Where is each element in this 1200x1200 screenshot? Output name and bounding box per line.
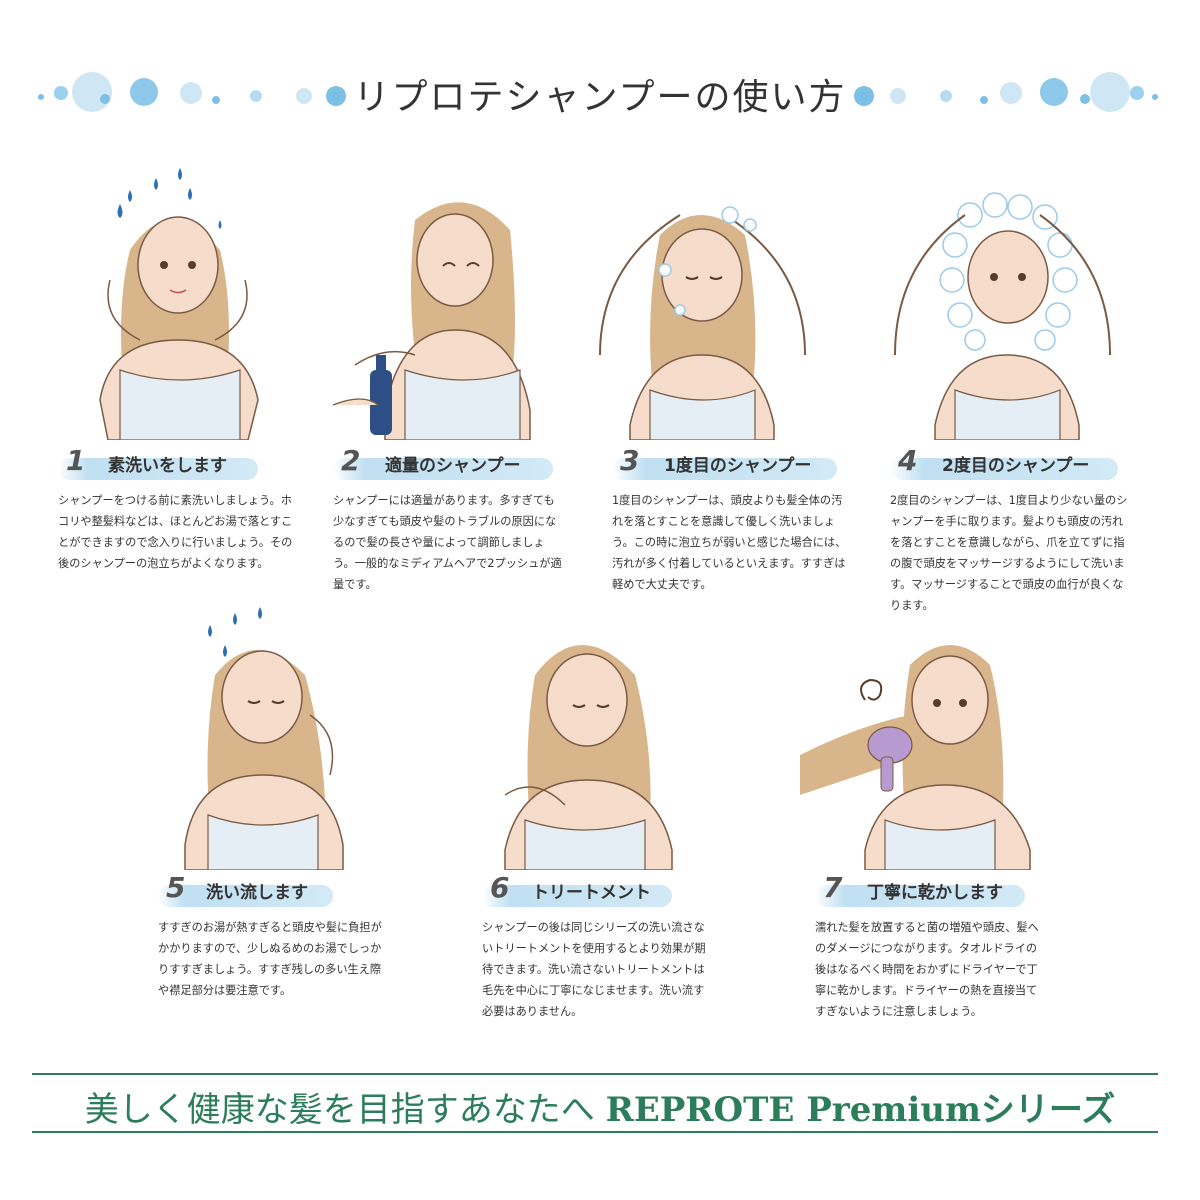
woman-drying-hair-icon [795,625,1040,870]
step-title: 素洗いをします [108,456,227,476]
woman-wetting-hair-icon [60,160,290,440]
step-title: 適量のシャンプー [385,456,521,476]
page-header: リプロテシャンプーの使い方 [0,50,1200,140]
step-number: 7 [823,871,843,904]
footer-banner: 美しく健康な髪を目指すあなたへ REPROTE Premiumシリーズ [0,1082,1200,1131]
step-description: シャンプーの後は同じシリーズの洗い流さないトリートメントを使用するとより効果が期… [482,921,706,1018]
title-highlight [890,458,1118,480]
step-title: トリートメント [532,883,651,903]
title-highlight [815,885,1025,907]
page-title: リプロテシャンプーの使い方 [353,77,847,118]
step-2: 2 適量のシャンプー シャンプーには適量があります。多すぎても少なすぎても頭皮や… [333,444,563,595]
title-highlight [58,458,258,480]
woman-rinsing-icon [180,605,380,870]
step-number: 2 [341,444,361,477]
step-number: 1 [66,444,86,477]
step-6: 6 トリートメント シャンプーの後は同じシリーズの洗い流さないトリートメントを使… [482,871,710,1022]
footer-brand: REPROTE Premiumシリーズ [605,1090,1116,1130]
step-title: 洗い流します [206,883,308,903]
step-number: 3 [620,444,640,477]
bubble-decoration-left [0,50,360,140]
title-highlight [612,458,837,480]
step-title: 2度目のシャンプー [942,456,1090,476]
woman-treatment-icon [495,615,695,870]
footer-bottom-rule [32,1131,1158,1133]
step-description: すすぎのお湯が熱すぎると頭皮や髪に負担がかかりますので、少しぬるめのお湯でしっか… [158,921,382,997]
footer-tagline: 美しく健康な髪を目指すあなたへ [84,1090,595,1130]
woman-second-shampoo-icon [880,185,1120,440]
woman-pumping-shampoo-icon [325,180,540,440]
step-title: 丁寧に乾かします [867,883,1003,903]
step-7: 7 丁寧に乾かします 濡れた髪を放置すると菌の増殖や頭皮、髪へのダメージにつなが… [815,871,1043,1022]
step-description: シャンプーをつける前に素洗いしましょう。ホコリや整髪料などは、ほとんどお湯で落と… [58,494,293,570]
title-highlight [158,885,333,907]
step-5: 5 洗い流します すすぎのお湯が熱すぎると頭皮や髪に負担がかかりますので、少しぬ… [158,871,383,1001]
step-description: シャンプーには適量があります。多すぎても少なすぎても頭皮や髪のトラブルの原因にな… [333,494,562,591]
step-1: 1 素洗いをします シャンプーをつける前に素洗いしましょう。ホコリや整髪料などは… [58,444,298,574]
step-description: 2度目のシャンプーは、1度目より少ない量のシャンプーを手に取ります。髪よりも頭皮… [890,494,1128,612]
footer-top-rule [32,1073,1158,1075]
step-description: 1度目のシャンプーは、頭皮よりも髪全体の汚れを落とすことを意識して優しく洗いまし… [612,494,847,591]
step-number: 4 [898,444,918,477]
title-highlight [482,885,672,907]
step-number: 6 [490,871,510,904]
step-number: 5 [166,871,186,904]
step-4: 4 2度目のシャンプー 2度目のシャンプーは、1度目より少ない量のシャンプーを手… [890,444,1130,616]
bubble-decoration-right [840,50,1200,140]
step-3: 3 1度目のシャンプー 1度目のシャンプーは、頭皮よりも髪全体の汚れを落とすこと… [612,444,847,595]
woman-first-shampoo-icon [580,185,825,440]
step-title: 1度目のシャンプー [664,456,812,476]
title-highlight [333,458,553,480]
step-description: 濡れた髪を放置すると菌の増殖や頭皮、髪へのダメージにつながります。タオルドライの… [815,921,1039,1018]
